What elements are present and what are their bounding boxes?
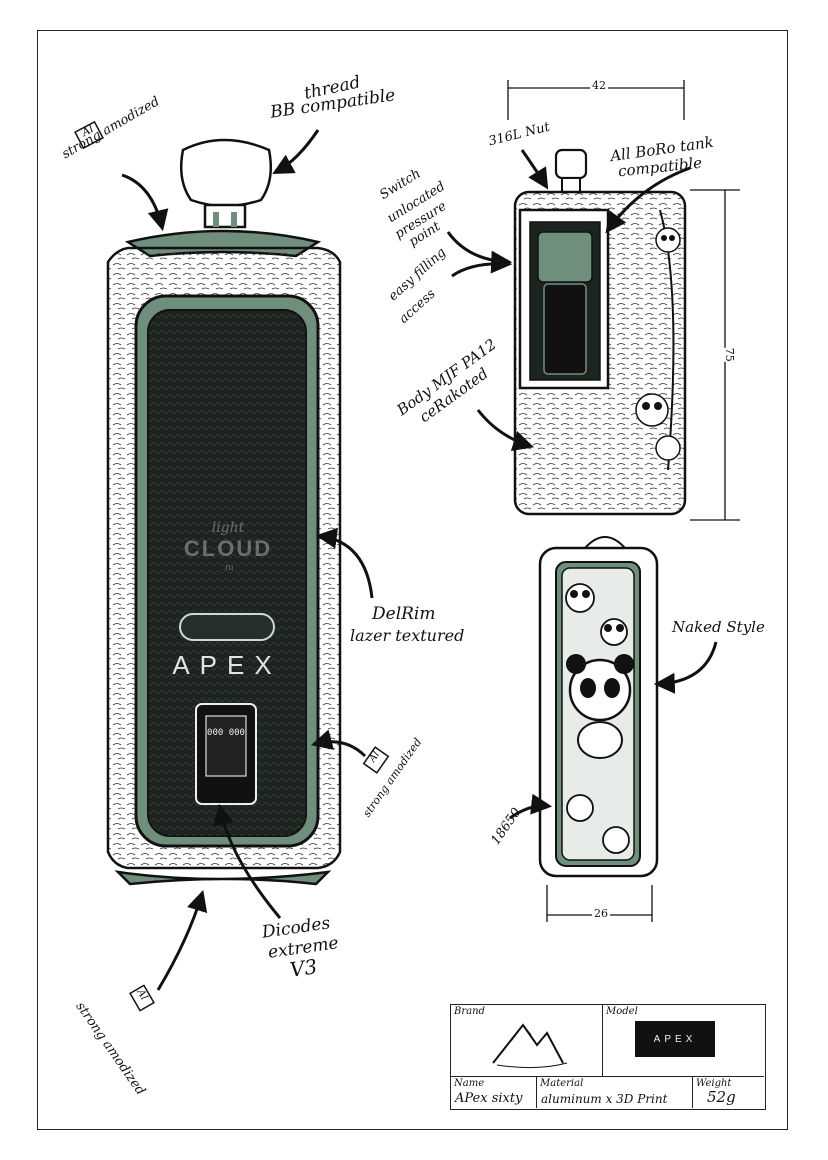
name-label: Name	[454, 1078, 485, 1089]
dim-height-side: 75	[722, 347, 736, 362]
name-value: APex sixty	[455, 1091, 523, 1106]
dim-width-top: 42	[590, 79, 608, 92]
al-badge-mid	[362, 746, 390, 774]
name-cell: Name APex sixty	[451, 1077, 537, 1108]
fire-button	[179, 613, 275, 641]
side-view	[513, 148, 687, 516]
weight-cell: Weight 52g	[693, 1077, 764, 1108]
side-panda-print	[635, 227, 681, 461]
material-cell: Material aluminum x 3D Print	[537, 1077, 693, 1108]
label-delrim: DelRim	[372, 604, 436, 624]
model-apex-logo: APEX	[635, 1021, 715, 1057]
screen-readout: 000 000	[207, 728, 245, 738]
watermark-line-2: CLOUD	[183, 536, 273, 561]
material-label: Material	[540, 1078, 584, 1089]
front-apex-logo: APEX	[172, 650, 282, 680]
title-block: Brand Model APEX Name APex sixty Materia…	[450, 1004, 766, 1110]
naked-view	[538, 536, 659, 878]
weight-label: Weight	[696, 1078, 732, 1089]
front-view	[106, 138, 342, 886]
boro-tank	[537, 231, 593, 283]
al-badge-top	[74, 120, 104, 150]
bottom-plate	[114, 870, 332, 886]
label-lazer-textured: lazer textured	[350, 626, 465, 645]
brand-cell: Brand	[451, 1005, 603, 1077]
material-value: aluminum x 3D Print	[541, 1092, 668, 1106]
model-cell: Model APEX	[603, 1005, 764, 1077]
panda-print	[565, 583, 634, 854]
watermark-line-3: .ru	[222, 562, 234, 572]
drawing-frame	[37, 30, 788, 1130]
nut-top	[554, 148, 588, 180]
label-dicodes-3: V3	[288, 954, 319, 982]
watermark: light CLOUD .ru	[168, 520, 288, 572]
thread-neck	[203, 203, 247, 229]
model-label: Model	[606, 1006, 638, 1017]
brand-mountain-logo	[492, 1023, 568, 1069]
bb-thread-cap	[180, 138, 272, 208]
brand-label: Brand	[454, 1006, 485, 1017]
al-badge-bottom	[129, 984, 155, 1012]
watermark-line-1: light	[211, 520, 245, 536]
label-naked-style: Naked Style	[672, 618, 765, 636]
dim-width-bottom: 26	[592, 907, 610, 920]
annotation-arrows	[121, 129, 718, 991]
weight-value: 52g	[707, 1088, 736, 1106]
